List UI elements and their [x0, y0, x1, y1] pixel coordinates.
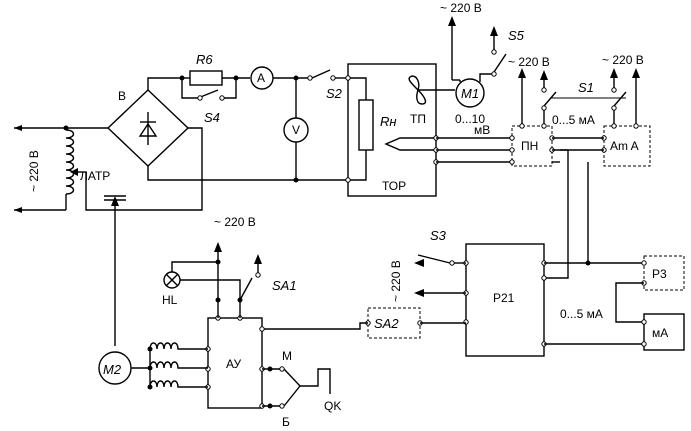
supply-s1-right-label: ~ 220 В — [602, 53, 644, 67]
range-bottom-label: 0...5 мА — [560, 307, 603, 321]
motor-windings — [147, 342, 208, 390]
r6-label: R6 — [196, 52, 213, 67]
sa2-label: SA2 — [374, 316, 399, 331]
latr-supply-label: ~ 220 В — [27, 150, 41, 192]
range-top-label: 0...5 мА — [552, 113, 595, 127]
m1-label: M1 — [461, 86, 479, 101]
tp-label: ТП — [410, 112, 426, 126]
motor-m1 — [455, 78, 485, 108]
ama-label: Am A — [610, 139, 639, 153]
latr-label: ЛАТР — [80, 169, 110, 183]
switch-b-label: Б — [282, 415, 290, 429]
ma-unit — [643, 313, 685, 351]
pn-unit — [511, 125, 553, 167]
qk-label: QK — [324, 399, 341, 413]
ma-label: мА — [652, 326, 668, 340]
m1-range-label: 0...10 — [455, 112, 485, 126]
ammeter-label: A — [257, 71, 265, 85]
supply-top-label: ~ 220 В — [440, 1, 482, 15]
supply-p21-label: ~ 220 В — [389, 260, 403, 302]
ay-label: АУ — [226, 357, 241, 371]
p3-unit — [643, 255, 685, 291]
supply-sa1-label: ~ 220 В — [214, 215, 256, 229]
ay-unit — [207, 317, 263, 409]
s4-label: S4 — [204, 110, 220, 125]
tor-label: ТОР — [382, 179, 406, 193]
p21-label: Р21 — [493, 291, 515, 305]
resistor-r6 — [189, 70, 223, 86]
p21-unit — [465, 243, 545, 357]
s5-label: S5 — [508, 28, 525, 43]
supply-s5-right-label: ~ 220 В — [508, 55, 550, 69]
rn-label: Rн — [380, 114, 397, 129]
mv-label: мВ — [474, 123, 490, 137]
ama-unit — [603, 125, 651, 167]
pn-label: ПН — [521, 139, 538, 153]
resistor-rn — [358, 99, 374, 151]
bridge-label: В — [118, 89, 126, 103]
m2-label: M2 — [103, 362, 122, 377]
p3-label: Р3 — [652, 267, 667, 281]
s1-label: S1 — [578, 80, 594, 95]
hl-label: HL — [162, 293, 178, 307]
switch-m-label: М — [282, 349, 292, 363]
lamp-hl-icon — [163, 271, 181, 289]
sa1-label: SA1 — [272, 278, 297, 293]
s2-label: S2 — [326, 86, 343, 101]
voltmeter-label: V — [292, 123, 300, 137]
latr-transformer — [14, 125, 126, 213]
s3-label: S3 — [430, 228, 447, 243]
